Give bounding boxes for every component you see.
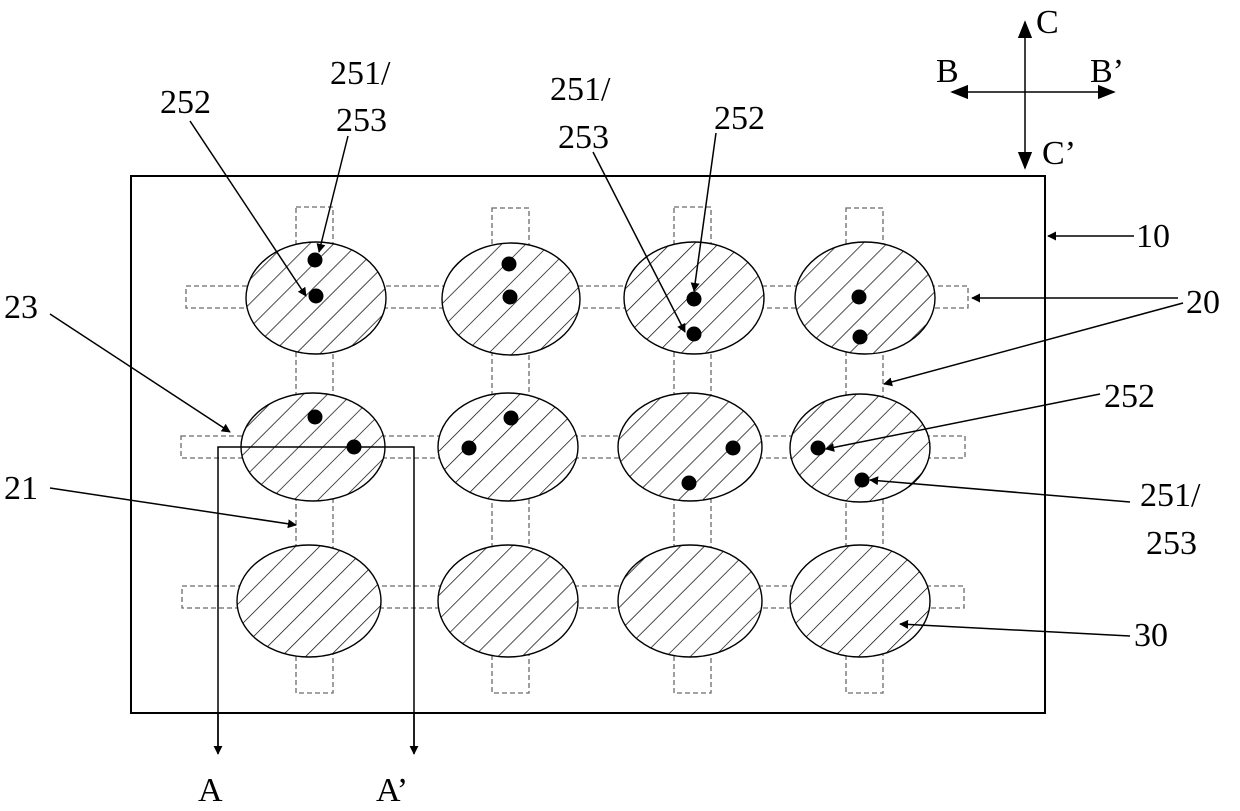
label-251-top-mid: 251/ [550, 71, 611, 108]
hatched-ellipse [438, 545, 578, 657]
label-10: 10 [1136, 218, 1170, 255]
label-axis-c: C [1036, 4, 1059, 41]
dot [308, 410, 323, 425]
dot [726, 441, 741, 456]
dot [308, 253, 323, 268]
hatched-ellipse [618, 545, 762, 657]
label-251-top-left: 251/ [330, 55, 391, 92]
label-252-right: 252 [1104, 378, 1155, 415]
label-21: 21 [4, 470, 38, 507]
dot [502, 257, 517, 272]
dot [687, 292, 702, 307]
dot [853, 330, 868, 345]
direction-cross [952, 22, 1114, 168]
label-253-right: 253 [1146, 525, 1197, 562]
label-30: 30 [1134, 617, 1168, 654]
dot [682, 476, 697, 491]
label-axis-a: A [198, 772, 223, 809]
dot [811, 441, 826, 456]
dot [309, 289, 324, 304]
dot [462, 441, 477, 456]
dot [855, 473, 870, 488]
hatched-ellipse [790, 545, 930, 657]
label-253-top-left: 253 [336, 102, 387, 139]
label-axis-b: B [936, 53, 959, 90]
label-20: 20 [1186, 284, 1220, 321]
label-252-top-left: 252 [160, 84, 211, 121]
label-axis-a-prime: A’ [376, 772, 408, 809]
label-252-top-mid: 252 [714, 100, 765, 137]
dot [687, 327, 702, 342]
dot [503, 290, 518, 305]
hatched-ellipse [237, 545, 381, 657]
label-251-right: 251/ [1140, 477, 1201, 514]
dot [504, 411, 519, 426]
label-axis-b-prime: B’ [1090, 53, 1124, 90]
label-253-top-mid: 253 [558, 119, 609, 156]
dot [852, 290, 867, 305]
label-23: 23 [4, 289, 38, 326]
label-axis-c-prime: C’ [1042, 135, 1076, 172]
hatched-ellipse [438, 393, 578, 501]
